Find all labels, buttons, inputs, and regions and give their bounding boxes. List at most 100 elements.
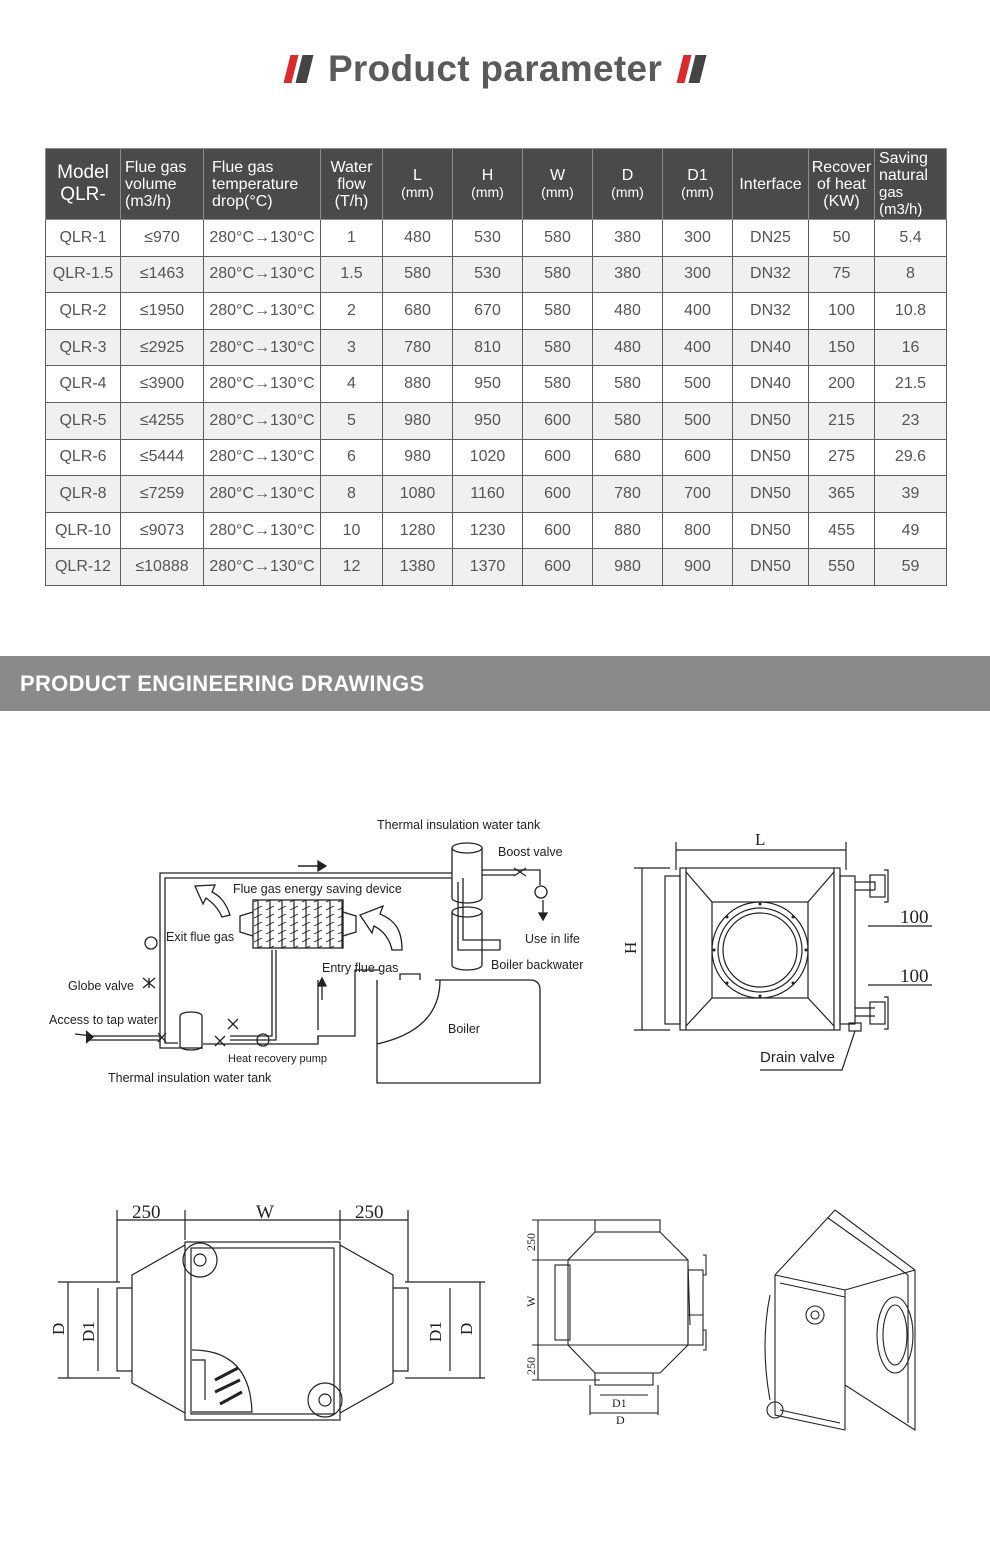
table-cell: 5.4 — [874, 219, 947, 257]
table-cell: 500 — [662, 365, 733, 403]
table-cell: ≤4255 — [120, 401, 204, 440]
table-cell: 400 — [662, 292, 733, 330]
table-cell: QLR-10 — [45, 511, 121, 550]
table-cell: 400 — [662, 328, 733, 367]
header-flue-volume: Flue gas volume (m3/h) — [120, 148, 204, 220]
table-cell: 700 — [662, 475, 733, 513]
table-cell: 215 — [808, 401, 875, 440]
table-cell: 380 — [592, 219, 663, 257]
table-cell: 530 — [452, 219, 523, 257]
table-cell: 380 — [592, 255, 663, 294]
table-cell: ≤2925 — [120, 328, 204, 367]
header-length: L (mm) — [382, 148, 453, 220]
dim-L: L — [755, 830, 765, 849]
dim-250-left: 250 — [132, 1202, 161, 1223]
table-cell: 900 — [662, 548, 733, 586]
table-cell: 6 — [320, 438, 383, 477]
table-cell: 3 — [320, 328, 383, 367]
table-cell: 280°C→130°C — [203, 365, 321, 403]
table-cell: 280°C→130°C — [203, 548, 321, 586]
table-cell: 300 — [662, 219, 733, 257]
label-exit-flue: Exit flue gas — [166, 930, 234, 944]
table-cell: DN50 — [732, 548, 809, 586]
table-cell: QLR-2 — [45, 292, 121, 330]
table-cell: 23 — [874, 401, 947, 440]
table-cell: DN32 — [732, 292, 809, 330]
slash-decoration-right — [676, 55, 707, 83]
dim-D-left: D — [49, 1323, 68, 1335]
label-drain-valve: Drain valve — [760, 1049, 835, 1066]
header-temperature-drop: Flue gas temperature drop(°C) — [203, 148, 321, 220]
table-cell: 600 — [522, 548, 593, 586]
header-depth: D (mm) — [592, 148, 663, 220]
dim-D1-side: D1 — [612, 1396, 627, 1410]
table-cell: 480 — [592, 292, 663, 330]
table-cell: 580 — [592, 365, 663, 403]
table-header-row: Model QLR- Flue gas volume (m3/h) Flue g… — [45, 148, 947, 220]
table-cell: 280°C→130°C — [203, 328, 321, 367]
table-cell: 980 — [382, 438, 453, 477]
table-cell: 2 — [320, 292, 383, 330]
table-cell: 680 — [382, 292, 453, 330]
table-cell: 10.8 — [874, 292, 947, 330]
table-cell: 580 — [522, 365, 593, 403]
table-cell: 580 — [382, 255, 453, 294]
side-view-drawing: 250 W 250 D1 D — [524, 1219, 707, 1427]
header-model: Model QLR- — [45, 148, 121, 220]
table-cell: 300 — [662, 255, 733, 294]
table-cell: 1 — [320, 219, 383, 257]
table-cell: 580 — [592, 401, 663, 440]
table-cell: 1160 — [452, 475, 523, 513]
table-cell: 810 — [452, 328, 523, 367]
header-d1: D1 (mm) — [662, 148, 733, 220]
table-cell: 50 — [808, 219, 875, 257]
label-thermal-tank-top: Thermal insulation water tank — [377, 818, 541, 832]
table-cell: 1370 — [452, 548, 523, 586]
table-cell: QLR-1.5 — [45, 255, 121, 294]
dim-D1-right: D1 — [426, 1321, 445, 1342]
top-view-drawing: 250 W 250 D D1 D1 D — [49, 1202, 485, 1421]
table-cell: 670 — [452, 292, 523, 330]
header-saving-gas: Saving natural gas (m3/h) — [874, 148, 947, 220]
table-cell: 150 — [808, 328, 875, 367]
table-cell: 8 — [320, 475, 383, 513]
table-cell: 600 — [522, 438, 593, 477]
header-recover-heat: Recover of heat (KW) — [808, 148, 875, 220]
dim-100-bottom: 100 — [900, 966, 929, 987]
table-cell: DN40 — [732, 328, 809, 367]
table-cell: 455 — [808, 511, 875, 550]
dim-100-top: 100 — [900, 907, 929, 928]
table-cell: 600 — [522, 401, 593, 440]
table-cell: 280°C→130°C — [203, 219, 321, 257]
table-cell: 49 — [874, 511, 947, 550]
dim-W-side: W — [524, 1295, 538, 1307]
table-cell: 800 — [662, 511, 733, 550]
table-cell: 280°C→130°C — [203, 401, 321, 440]
table-cell: 1230 — [452, 511, 523, 550]
dim-D-right: D — [457, 1323, 476, 1335]
table-cell: 280°C→130°C — [203, 292, 321, 330]
table-cell: 600 — [662, 438, 733, 477]
table-cell: 880 — [382, 365, 453, 403]
table-cell: QLR-5 — [45, 401, 121, 440]
table-cell: DN25 — [732, 219, 809, 257]
front-view-drawing: L H 100 100 Drain valve — [621, 830, 932, 1071]
table-cell: DN32 — [732, 255, 809, 294]
label-heat-pump: Heat recovery pump — [228, 1053, 327, 1065]
table-cell: 365 — [808, 475, 875, 513]
page-title: Product parameter — [327, 48, 663, 89]
table-cell: 580 — [522, 219, 593, 257]
dim-D1-left: D1 — [79, 1321, 98, 1342]
header-water-flow: Water flow (T/h) — [320, 148, 383, 220]
table-cell: 580 — [522, 328, 593, 367]
dim-H: H — [621, 942, 640, 954]
parameter-table: Model QLR- Flue gas volume (m3/h) Flue g… — [45, 148, 947, 586]
label-use-in-life: Use in life — [525, 932, 580, 946]
